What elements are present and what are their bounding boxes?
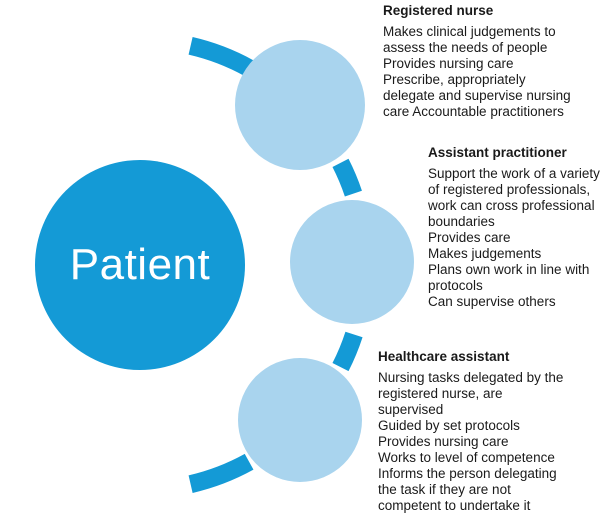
assistant-practitioner-circle — [290, 200, 414, 324]
patient-circle — [35, 160, 245, 370]
healthcare-assistant-circle — [238, 358, 362, 482]
arc-upper-middle-icon — [332, 158, 362, 197]
arc-lower-middle-icon — [332, 331, 363, 372]
role-body-assistant-practitioner: Support the work of a variety of registe… — [428, 166, 600, 309]
assistant-practitioner-block: Assistant practitioner Support the work … — [428, 145, 616, 310]
healthcare-assistant-block: Healthcare assistant Nursing tasks deleg… — [378, 349, 602, 514]
role-title-healthcare-assistant: Healthcare assistant — [378, 349, 510, 364]
registered-nurse-circle — [235, 40, 365, 170]
arc-top-icon — [188, 37, 254, 77]
arc-bottom-icon — [188, 453, 254, 493]
role-title-assistant-practitioner: Assistant practitioner — [428, 145, 567, 160]
patient-label: Patient — [69, 240, 211, 289]
role-body-healthcare-assistant: Nursing tasks delegated by the registere… — [378, 370, 564, 513]
role-title-registered-nurse: Registered nurse — [383, 3, 494, 18]
registered-nurse-block: Registered nurse Makes clinical judgemen… — [383, 3, 611, 120]
role-body-registered-nurse: Makes clinical judgements to assess the … — [383, 24, 571, 119]
